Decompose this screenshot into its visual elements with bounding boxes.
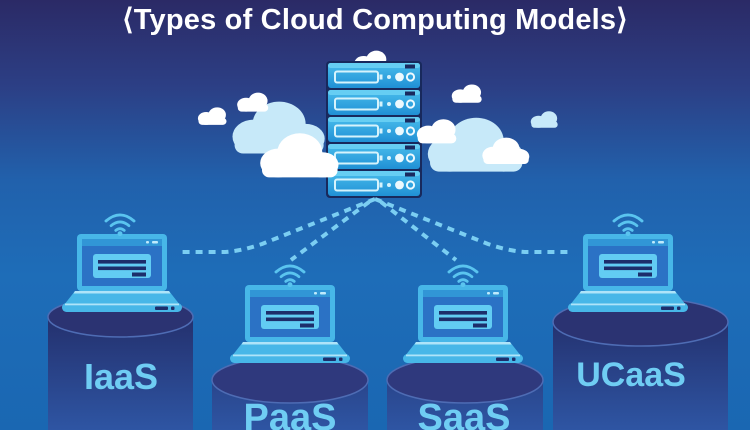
laptop-icon-iaas xyxy=(62,234,182,312)
laptop-icon-paas xyxy=(230,285,350,363)
connection-dashed-line-ucaas xyxy=(374,197,571,254)
pillar-saas xyxy=(386,356,544,430)
diagram-title: ⟨Types of Cloud Computing Models⟩ xyxy=(122,4,628,36)
label-saas: SaaS xyxy=(417,397,511,430)
connection-dashed-line-paas xyxy=(289,200,371,262)
server-stack-icon xyxy=(326,61,422,198)
wifi-icon-iaas xyxy=(104,213,136,236)
label-iaas: IaaS xyxy=(83,356,159,397)
wifi-icon-paas xyxy=(274,264,306,287)
pillar-paas xyxy=(211,356,369,430)
cloud-icon xyxy=(197,107,227,125)
cloud-icon xyxy=(530,111,558,128)
connection-lines xyxy=(179,197,571,262)
label-ucaas: UCaaS xyxy=(576,356,686,394)
cloud-icon xyxy=(451,84,482,103)
cloud-group-left xyxy=(197,92,339,178)
connection-dashed-line-iaas xyxy=(179,197,376,254)
laptop-icon-ucaas xyxy=(568,234,688,312)
laptop-icon-saas xyxy=(403,285,523,363)
label-paas: PaaS xyxy=(243,397,337,430)
wifi-icon-ucaas xyxy=(612,213,644,236)
connection-dashed-line-saas xyxy=(379,200,458,262)
wifi-icon-saas xyxy=(447,264,479,287)
cloud-group-right xyxy=(416,84,558,172)
cloud-icon xyxy=(237,92,269,112)
cloud-icon xyxy=(416,119,457,144)
